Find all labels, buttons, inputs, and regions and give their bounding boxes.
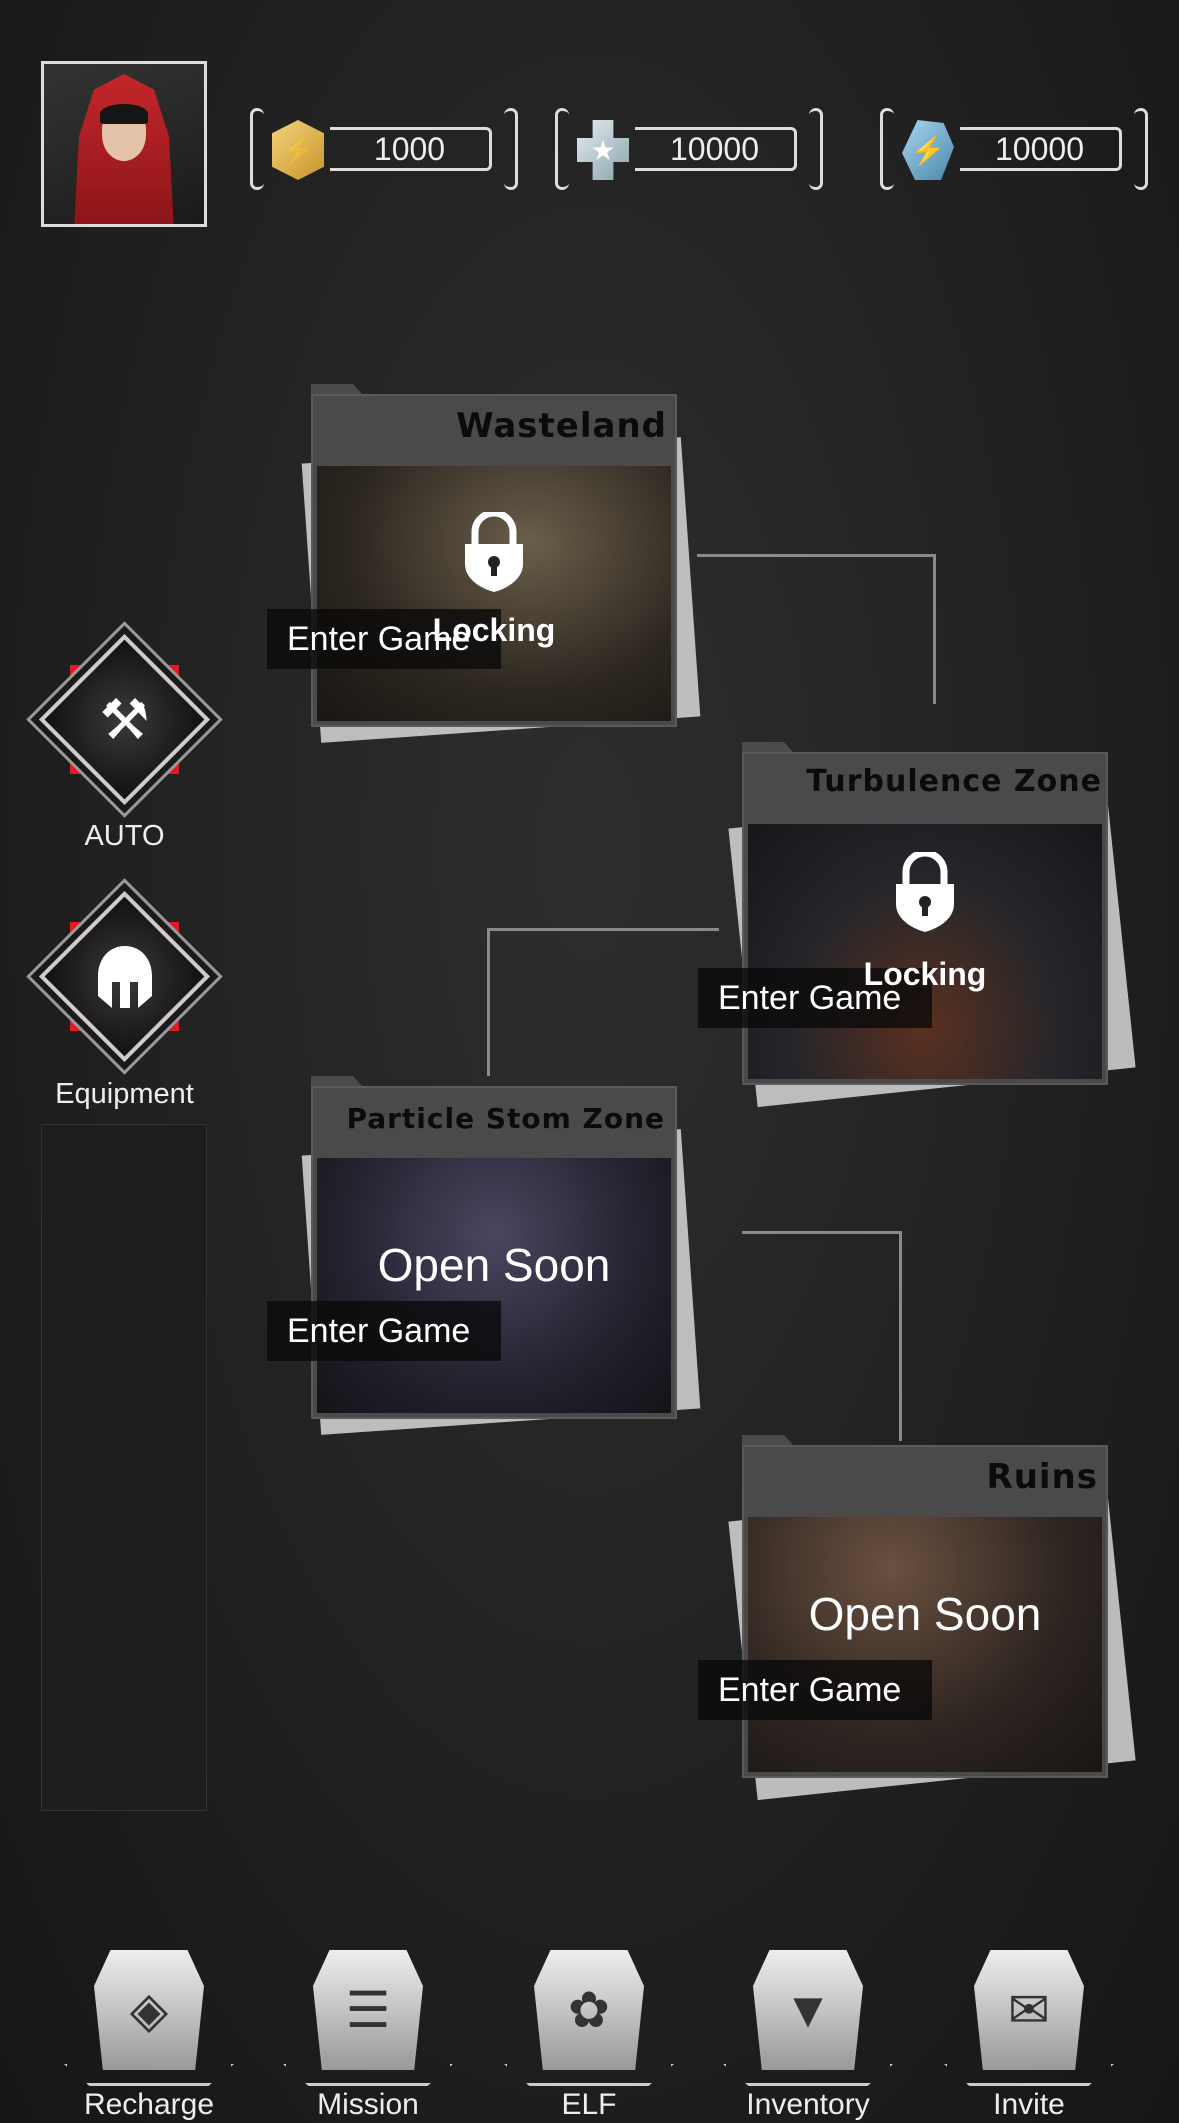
stage-title: Turbulence Zone: [806, 764, 1102, 799]
tools-icon: ⚒: [99, 687, 150, 751]
enter-game-button[interactable]: Enter Game: [267, 609, 501, 669]
currency-gold[interactable]: 1000 ⚡: [250, 108, 518, 190]
nav-label: Mission: [317, 2088, 419, 2121]
stage-card-wasteland[interactable]: Wasteland Locking: [301, 384, 701, 743]
mission-clipboard-icon: ☰: [313, 1950, 423, 2070]
helmet-icon: [97, 945, 152, 1008]
path-connector: [487, 928, 490, 1076]
currency-value: 10000: [635, 127, 797, 171]
nav-base: [64, 2064, 234, 2086]
stage-status: Open Soon: [377, 1239, 611, 1291]
stage-title: Ruins: [986, 1457, 1098, 1497]
enter-game-label: Enter Game: [718, 978, 902, 1017]
nav-elf[interactable]: ✿ ELF: [499, 1950, 679, 2123]
bracket-left: [880, 108, 894, 190]
stage-image: [317, 466, 671, 721]
nav-label: Inventory: [746, 2088, 870, 2121]
path-connector: [899, 1231, 902, 1441]
stage-card-ruins[interactable]: Ruins Open Soon: [728, 1435, 1136, 1801]
gold-coin-icon: ⚡: [272, 120, 324, 180]
equipment-label: Equipment: [55, 1078, 194, 1110]
nav-label: ELF: [561, 2088, 617, 2121]
currency-crystal[interactable]: 10000 ⚡: [880, 108, 1148, 190]
currency-puzzle[interactable]: 10000 ★: [555, 108, 823, 190]
nav-inventory[interactable]: ▼ Inventory: [718, 1950, 898, 2123]
path-connector: [487, 928, 719, 931]
stage-status: Locking: [863, 956, 987, 992]
nav-label: Recharge: [83, 2088, 215, 2121]
nav-base: [504, 2064, 674, 2086]
stage-image: [748, 1517, 1102, 1772]
auto-button[interactable]: ⚒: [38, 633, 211, 806]
player-avatar[interactable]: [41, 61, 207, 227]
currency-value: 10000: [960, 127, 1122, 171]
bracket-right: [1134, 108, 1148, 190]
lock-icon: [465, 512, 523, 592]
bracket-left: [250, 108, 264, 190]
stage-image: [317, 1158, 671, 1413]
stage-title: Particle Stom Zone: [346, 1102, 665, 1135]
inventory-icon: ▼: [753, 1950, 863, 2070]
puzzle-piece-icon: ★: [577, 120, 629, 180]
stage-status: Locking: [432, 612, 556, 648]
stage-status: Open Soon: [808, 1588, 1042, 1640]
invite-envelope-icon: ✉: [974, 1950, 1084, 2070]
nav-label: Invite: [993, 2088, 1065, 2121]
stage-card-turbulence-zone[interactable]: Turbulence Zone Locking: [728, 742, 1136, 1108]
nav-base: [723, 2064, 893, 2086]
nav-base: [944, 2064, 1114, 2086]
nav-base: [283, 2064, 453, 2086]
nav-invite[interactable]: ✉ Invite: [939, 1950, 1119, 2123]
enter-game-label: Enter Game: [287, 1311, 471, 1350]
enter-game-button[interactable]: Enter Game: [698, 968, 932, 1028]
stage-image: [748, 824, 1102, 1079]
stage-title: Wasteland: [456, 406, 667, 446]
enter-game-label: Enter Game: [287, 619, 471, 658]
nav-recharge[interactable]: ◈ Recharge: [59, 1950, 239, 2123]
elf-icon: ✿: [534, 1950, 644, 2070]
enter-game-button[interactable]: Enter Game: [698, 1660, 932, 1720]
nav-mission[interactable]: ☰ Mission: [278, 1950, 458, 2123]
stage-card-particle-stom-zone[interactable]: Particle Stom Zone Open Soon: [301, 1076, 701, 1435]
avatar-hair: [100, 104, 148, 124]
path-connector: [697, 554, 935, 557]
bracket-left: [555, 108, 569, 190]
path-connector: [933, 554, 936, 704]
path-connector: [742, 1231, 902, 1234]
side-panel: [41, 1124, 207, 1811]
enter-game-button[interactable]: Enter Game: [267, 1301, 501, 1361]
recharge-icon: ◈: [94, 1950, 204, 2070]
bracket-right: [809, 108, 823, 190]
auto-label: AUTO: [84, 820, 165, 852]
currency-value: 1000: [330, 127, 492, 171]
enter-game-label: Enter Game: [718, 1670, 902, 1709]
energy-crystal-icon: ⚡: [902, 120, 954, 180]
lock-icon: [896, 852, 954, 932]
bracket-right: [504, 108, 518, 190]
equipment-button[interactable]: [38, 890, 211, 1063]
